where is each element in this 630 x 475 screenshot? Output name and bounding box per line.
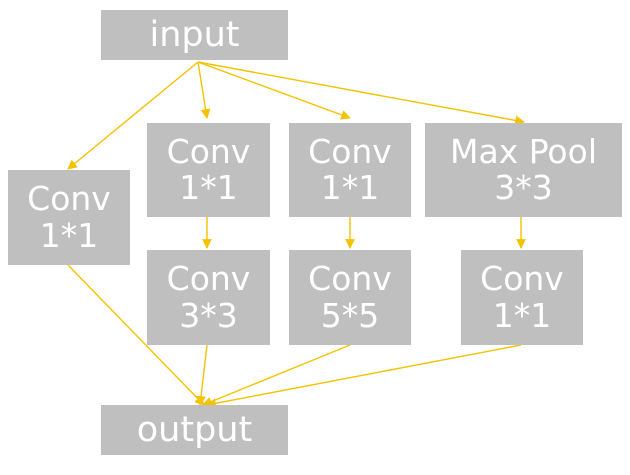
node-conv1x1-c-line1: Conv <box>480 259 564 299</box>
node-conv5x5-line1: Conv <box>308 259 392 299</box>
node-conv1x1-c-line2: 1*1 <box>492 295 552 335</box>
node-maxpool-line1: Max Pool <box>450 131 597 171</box>
arrow-input-to-conv1x1-a <box>197 61 211 119</box>
arrow-conv5x5-to-output <box>202 344 351 407</box>
node-conv1x1-a-line1: Conv <box>166 131 251 171</box>
node-output-label: output <box>136 409 253 450</box>
node-conv1x1-b-line2: 1*1 <box>320 168 380 207</box>
node-output: output <box>101 405 288 455</box>
arrow-input-to-maxpool <box>197 61 525 126</box>
node-maxpool-line2: 3*3 <box>494 168 553 207</box>
node-conv5x5-line2: 5*5 <box>320 295 380 335</box>
arrow-conv3x3-to-output <box>196 344 208 406</box>
node-conv1x1-b-line1: Conv <box>308 131 392 171</box>
node-conv3x3-line1: Conv <box>166 259 251 299</box>
node-conv1x1-left-line2: 1*1 <box>39 215 99 255</box>
node-input-label: input <box>149 14 240 55</box>
node-conv1x1-left-line1: Conv <box>27 179 111 219</box>
node-conv1x1-a-line2: 1*1 <box>179 168 238 207</box>
arrow-input-to-conv1x1-b <box>197 61 351 120</box>
arrow-conv1x1-left-to-output <box>67 264 205 406</box>
arrow-conv1x1-c-to-output <box>206 344 522 409</box>
node-input: input <box>101 10 288 60</box>
node-conv3x3-line2: 3*3 <box>179 295 238 335</box>
arrow-input-to-conv1x1-left <box>67 61 199 170</box>
